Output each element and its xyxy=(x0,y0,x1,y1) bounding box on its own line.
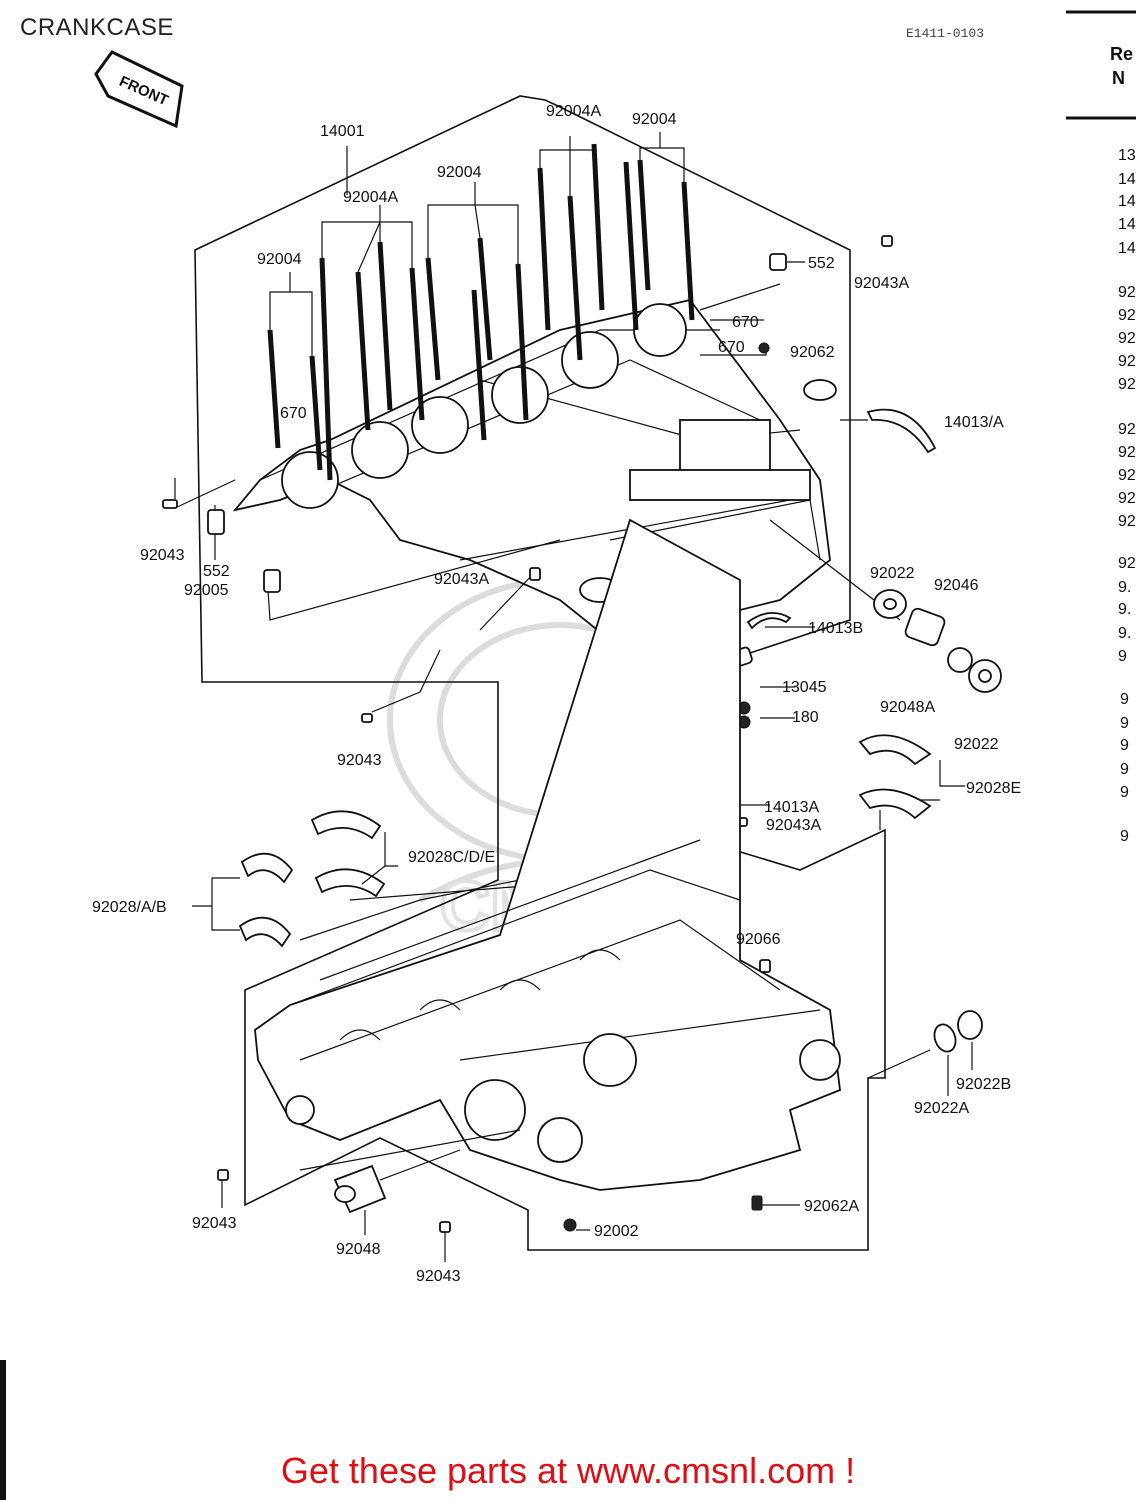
ref-row: 14 xyxy=(1118,193,1136,210)
ref-row: 9 xyxy=(1120,828,1129,845)
label-92004A-top: 92004A xyxy=(546,103,601,120)
label-670-b: 670 xyxy=(718,339,745,356)
label-14001: 14001 xyxy=(320,123,365,140)
label-92062A: 92062A xyxy=(804,1198,859,1215)
ref-row: 92 xyxy=(1118,444,1136,461)
label-92062: 92062 xyxy=(790,344,835,361)
front-arrow-icon: FRONT xyxy=(94,50,184,129)
ref-rows: 13 14 14 14 14 92 92 92 92 92 92 92 92 92 92 92 9. 9. 9. 9 9… xyxy=(1118,147,1136,845)
label-92004-top: 92004 xyxy=(632,111,677,128)
label-670-c: 670 xyxy=(280,405,307,422)
ref-row: 92 xyxy=(1118,353,1136,370)
studs xyxy=(267,143,695,481)
label-92043A-low: 92043A xyxy=(766,817,821,834)
label-92004A-mid: 92004A xyxy=(343,189,398,206)
ref-row: 9 xyxy=(1120,784,1129,801)
ref-row: 92 xyxy=(1118,555,1136,572)
ref-row: 9 xyxy=(1120,715,1129,732)
ref-row: 92 xyxy=(1118,513,1136,530)
ref-row: 92 xyxy=(1118,307,1136,324)
part-labels: 14001 92004A 92004 92004 92004A 92004 55… xyxy=(92,103,1021,1285)
label-92028AB: 92028/A/B xyxy=(92,899,167,916)
diagram-code: E1411-0103 xyxy=(906,26,985,41)
label-92043A-mid: 92043A xyxy=(434,571,489,588)
label-92043A-top: 92043A xyxy=(854,275,909,292)
label-92002: 92002 xyxy=(594,1223,639,1240)
lower-small-parts xyxy=(217,1010,983,1262)
lower-crankcase xyxy=(254,518,841,1191)
label-14013A-top: 14013/A xyxy=(944,414,1004,431)
label-92028E: 92028E xyxy=(966,780,1021,797)
label-92043-bottom: 92043 xyxy=(416,1268,461,1285)
ref-row: 9. xyxy=(1118,579,1131,596)
ref-header-line2: N xyxy=(1112,68,1125,88)
label-180: 180 xyxy=(792,709,819,726)
ref-row: 92 xyxy=(1118,284,1136,301)
label-92004-mid: 92004 xyxy=(437,164,482,181)
upper-case-boundary xyxy=(194,95,886,1251)
ref-row: 92 xyxy=(1118,467,1136,484)
footer-link[interactable]: Get these parts at www.cmsnl.com ! xyxy=(280,1450,856,1491)
label-92046: 92046 xyxy=(934,577,979,594)
ref-row: 9 xyxy=(1118,648,1127,665)
label-92066: 92066 xyxy=(736,931,781,948)
ref-row: 92 xyxy=(1118,490,1136,507)
ref-row: 9 xyxy=(1120,761,1129,778)
ref-row: 14 xyxy=(1118,240,1136,257)
page-title: CRANKCASE xyxy=(20,14,174,41)
ref-row: 92 xyxy=(1118,330,1136,347)
label-14013B: 14013B xyxy=(808,620,863,637)
label-552-top: 552 xyxy=(808,255,835,272)
label-14013A-mid: 14013A xyxy=(764,799,819,816)
ref-row: 13 xyxy=(1118,147,1136,164)
bearing-shells xyxy=(192,810,601,948)
ref-row: 9. xyxy=(1118,625,1131,642)
ref-row: 92 xyxy=(1118,376,1136,393)
label-92022B: 92022B xyxy=(956,1076,1011,1093)
ref-row: 9 xyxy=(1120,737,1129,754)
reference-column: Re N 13 14 14 14 14 92 92 92 92 92 92 92 92 92 92 92 9. 9… xyxy=(1066,10,1136,845)
label-92043-bl: 92043 xyxy=(192,1215,237,1232)
label-92005: 92005 xyxy=(184,582,229,599)
label-92022A: 92022A xyxy=(914,1100,969,1117)
label-92043-left: 92043 xyxy=(140,547,185,564)
label-92004-left: 92004 xyxy=(257,251,302,268)
ref-row: 9 xyxy=(1120,691,1129,708)
label-92022-b: 92022 xyxy=(954,736,999,753)
page-edge-mark xyxy=(0,1360,6,1500)
ref-row: 9. xyxy=(1118,601,1131,618)
label-13045: 13045 xyxy=(782,679,827,696)
label-92048A: 92048A xyxy=(880,699,935,716)
ref-row: 14 xyxy=(1118,171,1136,188)
ref-row: 92 xyxy=(1118,421,1136,438)
ref-header-line1: Re xyxy=(1110,44,1133,64)
label-92043-mid: 92043 xyxy=(337,752,382,769)
label-92048: 92048 xyxy=(336,1241,381,1258)
ref-row: 14 xyxy=(1118,216,1136,233)
label-92022-a: 92022 xyxy=(870,565,915,582)
label-92028CDE: 92028C/D/E xyxy=(408,849,495,866)
upper-small-parts xyxy=(162,235,1002,827)
label-670-a: 670 xyxy=(732,314,759,331)
label-552-left: 552 xyxy=(203,563,230,580)
